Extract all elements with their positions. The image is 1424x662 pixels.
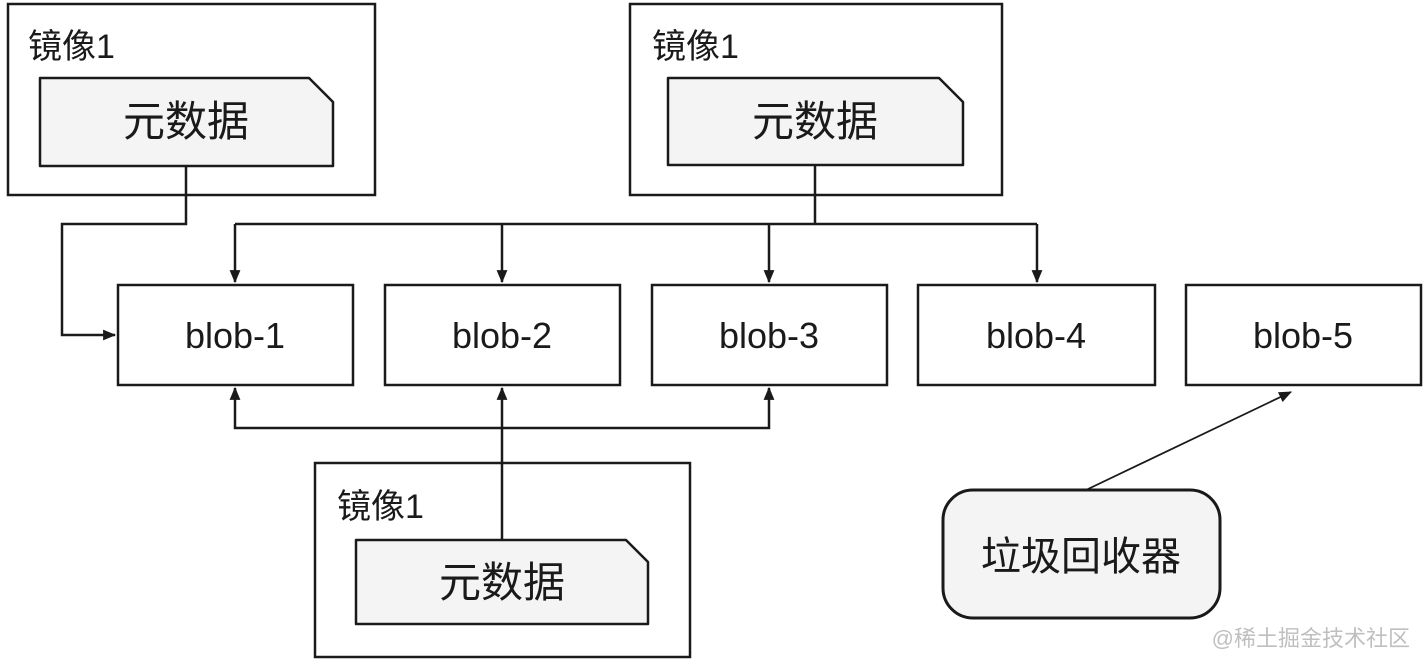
metadata-note-3-label: 元数据 bbox=[439, 559, 565, 606]
blob-2-box bbox=[383, 283, 622, 387]
image-group-1: 镜像1 元数据 bbox=[6, 2, 377, 197]
blob-4-label: blob-4 bbox=[986, 315, 1086, 356]
metadata-note-1 bbox=[38, 76, 335, 168]
image-group-2-label: 镜像1 bbox=[652, 28, 739, 66]
watermark-text: @稀土掘金技术社区 bbox=[1212, 626, 1410, 651]
metadata-note-2 bbox=[666, 76, 965, 167]
blob-3-box bbox=[650, 283, 889, 387]
connector-metadata1-to-blob1 bbox=[60, 166, 188, 341]
metadata-note-2-label: 元数据 bbox=[752, 98, 878, 145]
garbage-collector: 垃圾回收器 bbox=[941, 488, 1222, 620]
garbage-collector-label: 垃圾回收器 bbox=[981, 535, 1181, 579]
blob-row: blob-1 blob-2 blob-3 blob-4 blob-5 bbox=[116, 283, 1423, 387]
blob-3-label: blob-3 bbox=[719, 315, 819, 356]
blob-5-label: blob-5 bbox=[1253, 315, 1353, 356]
connectors bbox=[60, 166, 1292, 540]
blob-2-label: blob-2 bbox=[452, 315, 552, 356]
metadata-note-3 bbox=[354, 538, 650, 626]
connector-metadata3-to-blob1 bbox=[229, 386, 502, 430]
image-group-3-label: 镜像1 bbox=[337, 488, 424, 526]
blob-5-box bbox=[1184, 283, 1423, 387]
connector-gc-to-blob5 bbox=[1085, 391, 1292, 491]
connector-metadata3-to-blob3 bbox=[502, 386, 775, 430]
blob-1-box bbox=[116, 283, 355, 387]
garbage-collector-box bbox=[941, 488, 1222, 620]
blob-1-label: blob-1 bbox=[185, 315, 285, 356]
metadata-note-1-label: 元数据 bbox=[123, 98, 249, 145]
blob-4-box bbox=[916, 283, 1157, 387]
image-group-1-label: 镜像1 bbox=[28, 28, 115, 66]
